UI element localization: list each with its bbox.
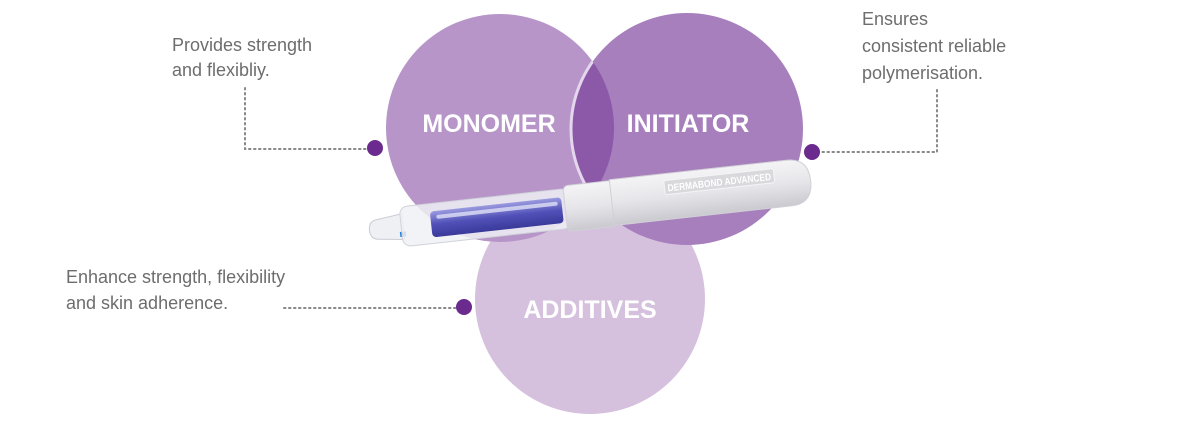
initiator-outline [569, 14, 614, 242]
initiator-dot [804, 144, 820, 160]
initiator-connector [821, 89, 938, 153]
additives-dot [456, 299, 472, 315]
additives-description: Enhance strength, flexibility and skin a… [66, 267, 285, 313]
initiator-description: Ensures consistent reliable polymerisati… [862, 9, 1006, 83]
additives-circle [475, 184, 705, 414]
dermabond-pen-image: DERMABOND ADVANCED [368, 159, 812, 247]
additives-label: ADDITIVES [523, 296, 656, 324]
monomer-circle [386, 14, 614, 242]
monomer-description: Provides strength and flexibliy. [172, 35, 312, 80]
monomer-connector [244, 87, 367, 150]
monomer-description-line: Provides strength [172, 35, 312, 55]
initiator-label: INITIATOR [627, 110, 750, 138]
additives-description-line: Enhance strength, flexibility [66, 267, 285, 287]
additives-description-line: and skin adherence. [66, 293, 228, 313]
monomer-description-line: and flexibliy. [172, 60, 270, 80]
monomer-dot [367, 140, 383, 156]
monomer-label: MONOMER [422, 110, 555, 138]
pen-collar [562, 180, 618, 232]
initiator-description-line: Ensures [862, 9, 928, 29]
initiator-description-line: polymerisation. [862, 63, 983, 83]
pen-tip [368, 213, 406, 241]
initiator-description-line: consistent reliable [862, 36, 1006, 56]
